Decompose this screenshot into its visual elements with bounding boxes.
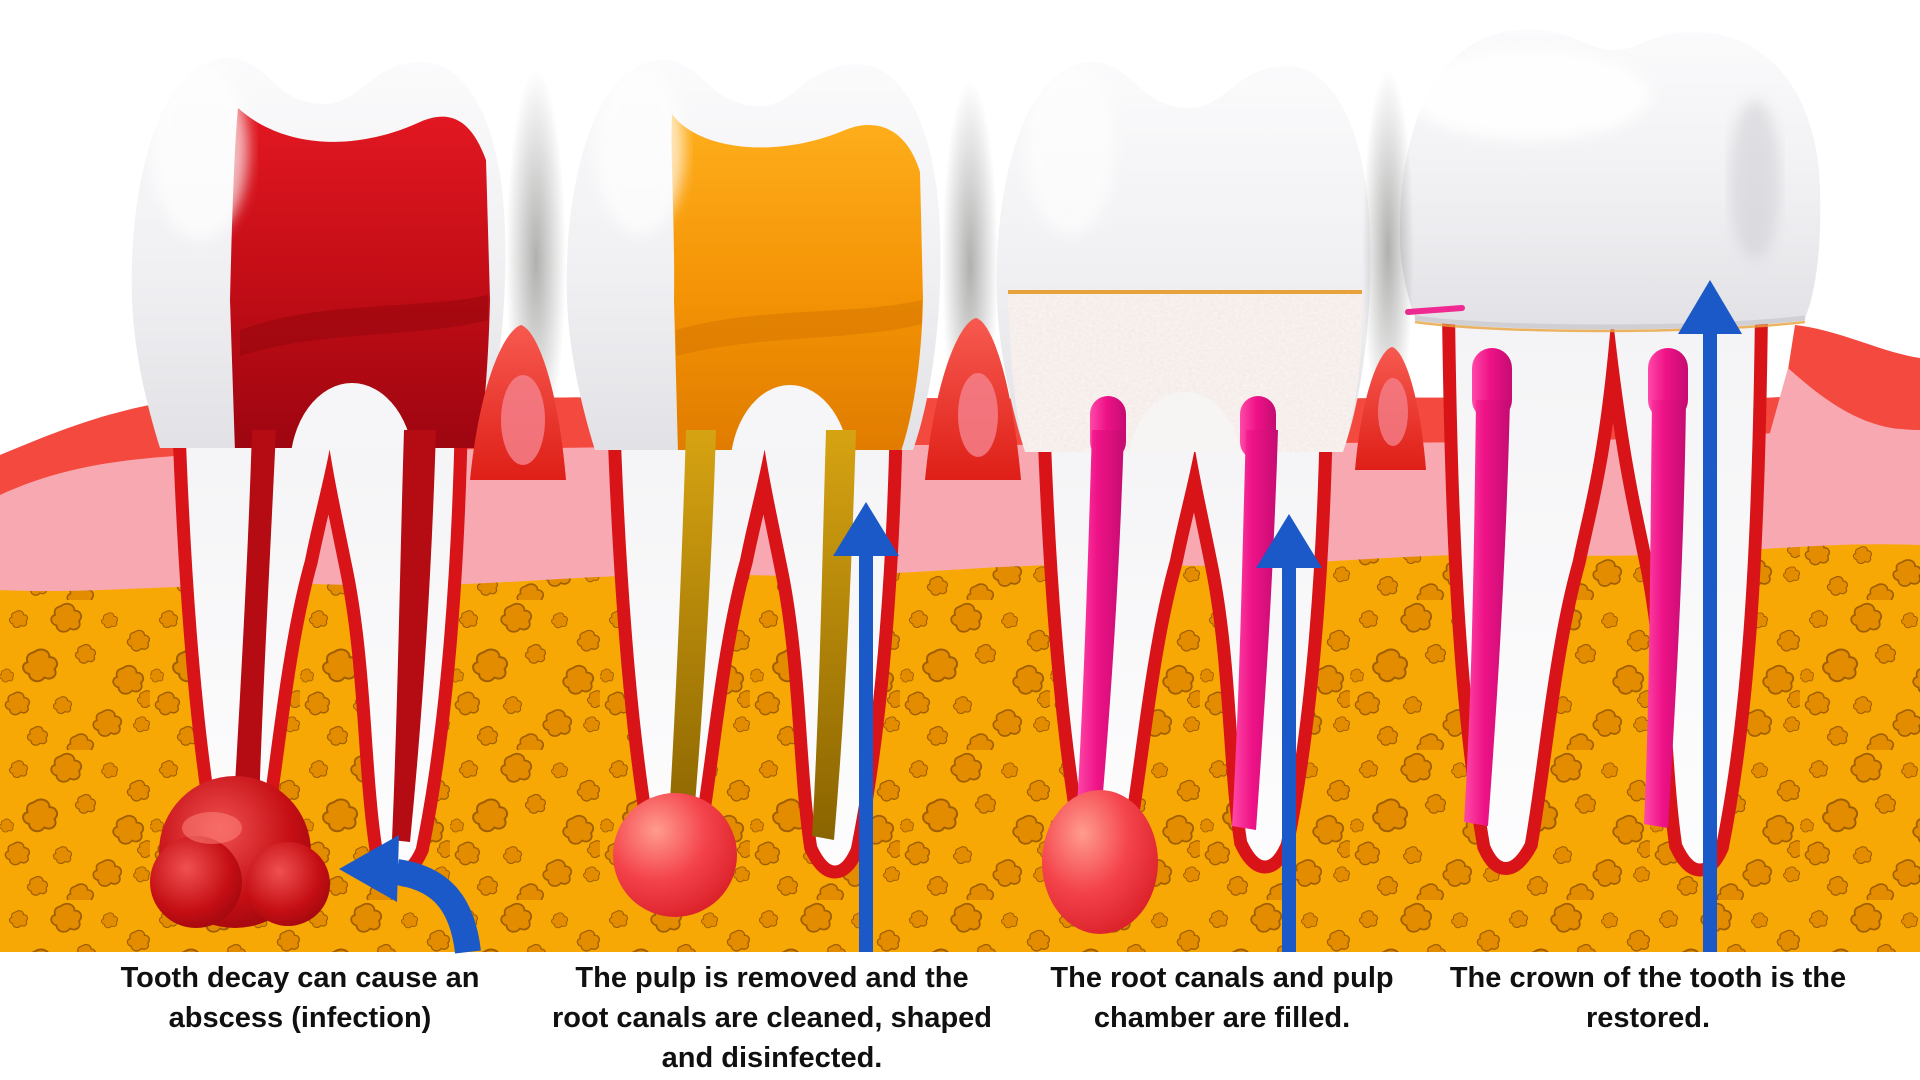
interdental-shadow	[1362, 70, 1414, 430]
caption-stage-2: The pulp is removed and the root canals …	[542, 958, 1002, 1078]
tooth-stage-2-cleaned	[566, 59, 941, 917]
crown-margin-seam	[1414, 315, 1806, 330]
apex-granuloma	[1042, 790, 1158, 934]
caption-stage-4: The crown of the tooth is the restored.	[1418, 958, 1878, 1038]
tooth-stage-1-infected	[131, 57, 506, 928]
interdental-papillae	[470, 318, 1426, 480]
gold-canal-right	[812, 430, 856, 840]
curved-arrow-left-icon	[339, 835, 481, 954]
dentin-bridge	[730, 385, 850, 451]
caption-line: and disinfected.	[661, 1042, 883, 1074]
caption-line: root canals are cleaned, shaped	[551, 1002, 992, 1034]
tooth-stage-4-restored	[1399, 29, 1821, 864]
caption-stage-1: Tooth decay can cause an abscess (infect…	[90, 958, 510, 1038]
caption-line: The root canals and pulp	[1050, 962, 1394, 994]
caption-line: The pulp is removed and the	[575, 962, 969, 994]
pink-canal-right	[1232, 430, 1278, 830]
caption-line: restored.	[1585, 1002, 1711, 1034]
dentin-bridge	[290, 383, 414, 449]
infected-pulp	[230, 108, 490, 449]
apex-granuloma	[613, 793, 737, 917]
arrow-up-icon-stage-3	[1256, 514, 1322, 952]
abscess	[150, 776, 330, 928]
arrow-up-icon-stage-2	[833, 502, 899, 952]
gum-red-wave-right	[1788, 325, 1920, 430]
gum-pink-wave-right	[1768, 368, 1920, 528]
pink-canal-right	[1644, 400, 1686, 828]
pink-canal-left	[1464, 400, 1510, 826]
tooth-stage-3-filled	[996, 61, 1371, 934]
dentin-bridge	[1127, 392, 1243, 453]
caption-line: The crown of the tooth is the	[1449, 962, 1847, 994]
caption-stage-3: The root canals and pulp chamber are fil…	[1012, 958, 1432, 1038]
arrow-up-icon-stage-4	[1678, 280, 1742, 952]
pulp-chamber-orange	[671, 114, 923, 451]
gold-canal-left	[668, 430, 716, 840]
infected-canal-left	[232, 430, 276, 838]
annotation-arrows	[339, 280, 1742, 954]
caption-line: chamber are filled.	[1093, 1002, 1351, 1034]
pink-canal-left	[1076, 430, 1124, 828]
infected-canal-right	[392, 430, 436, 842]
caption-line: abscess (infection)	[168, 1002, 432, 1034]
caption-line: Tooth decay can cause an	[120, 962, 480, 994]
